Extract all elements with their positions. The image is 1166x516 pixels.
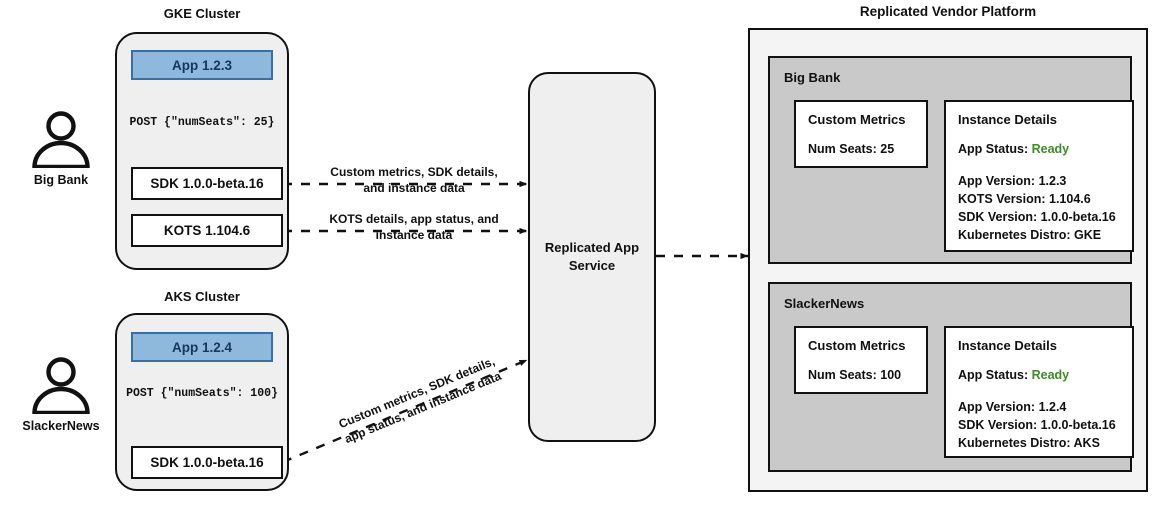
instance-details-title: Instance Details	[958, 112, 1057, 127]
instance-details-k8s-distro: Kubernetes Distro: GKE	[958, 228, 1102, 242]
instance-details-app-version: App Version: 1.2.4	[958, 400, 1067, 414]
gke-kots-box[interactable]: KOTS 1.104.6	[131, 214, 283, 247]
customer-name-big-bank: Big Bank	[784, 70, 841, 85]
replicated-vendor-platform-box: Big Bank Custom Metrics Num Seats: 25 In…	[748, 28, 1148, 492]
edge-label-kots-to-service: KOTS details, app status, and instance d…	[329, 212, 499, 242]
replicated-app-service-box[interactable]: Replicated App Service	[528, 72, 656, 442]
gke-post-label: POST {"numSeats": 25}	[129, 116, 275, 129]
gke-sdk-box[interactable]: SDK 1.0.0-beta.16	[131, 167, 283, 200]
customer-name-slackernews: SlackerNews	[784, 296, 865, 311]
aks-cluster-title: AKS Cluster	[164, 289, 240, 304]
customer-panel-slackernews: SlackerNews Custom Metrics Num Seats: 10…	[768, 282, 1134, 472]
status-label: App Status:	[958, 142, 1032, 156]
custom-metrics-num-seats: Num Seats: 25	[808, 142, 895, 156]
instance-details-status: App Status: Ready	[958, 368, 1069, 382]
instance-details-kots-version: KOTS Version: 1.104.6	[958, 192, 1091, 206]
instance-details-k8s-distro: Kubernetes Distro: AKS	[958, 436, 1100, 450]
big-bank-actor-label: Big Bank	[33, 173, 89, 187]
instance-details-status: App Status: Ready	[958, 142, 1069, 156]
gke-app-box[interactable]: App 1.2.3	[131, 50, 273, 80]
edge-label-sdk-to-service: Custom metrics, SDK details, and instanc…	[330, 165, 498, 195]
instance-details-sdk-version: SDK Version: 1.0.0-beta.16	[958, 418, 1116, 432]
edge-label-aks-to-service: Custom metrics, SDK details, app status,…	[336, 354, 503, 446]
status-badge: Ready	[1031, 368, 1070, 382]
big-bank-person-icon	[28, 110, 94, 168]
customer-panel-big-bank: Big Bank Custom Metrics Num Seats: 25 In…	[768, 56, 1134, 264]
custom-metrics-card-slackernews: Custom Metrics Num Seats: 100	[794, 326, 928, 394]
platform-title: Replicated Vendor Platform	[859, 4, 1037, 19]
custom-metrics-num-seats: Num Seats: 100	[808, 368, 902, 382]
instance-details-sdk-version: SDK Version: 1.0.0-beta.16	[958, 210, 1116, 224]
custom-metrics-title: Custom Metrics	[808, 112, 906, 127]
instance-details-card-big-bank: Instance Details App Status: Ready App V…	[944, 100, 1134, 252]
gke-cluster-title: GKE Cluster	[163, 6, 241, 21]
status-label: App Status:	[958, 368, 1032, 382]
status-badge: Ready	[1031, 142, 1070, 156]
slackernews-person-icon	[28, 356, 94, 414]
instance-details-app-version: App Version: 1.2.3	[958, 174, 1067, 188]
aks-post-label: POST {"numSeats": 100}	[126, 387, 278, 400]
custom-metrics-title: Custom Metrics	[808, 338, 906, 353]
instance-details-title: Instance Details	[958, 338, 1057, 353]
aks-sdk-box[interactable]: SDK 1.0.0-beta.16	[131, 446, 283, 479]
aks-app-box[interactable]: App 1.2.4	[131, 332, 273, 362]
custom-metrics-card-big-bank: Custom Metrics Num Seats: 25	[794, 100, 928, 168]
instance-details-card-slackernews: Instance Details App Status: Ready App V…	[944, 326, 1134, 458]
slackernews-actor-label: SlackerNews	[22, 419, 100, 433]
